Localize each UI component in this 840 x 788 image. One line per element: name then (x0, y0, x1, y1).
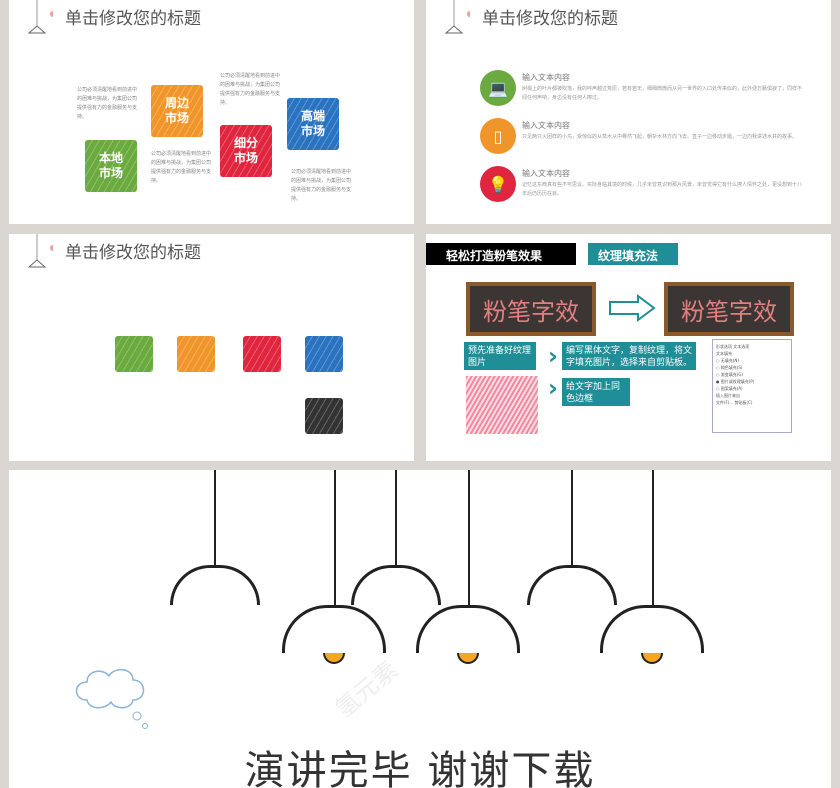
item-body: 只见两只火团样的小鸟，受惊似的从草木从中蓦然飞起，朝杂木林方向飞去。直子一边移动… (522, 134, 798, 140)
desc-text: 公司必须清醒地看到前进中的困难与挑战，为集团公司提供强有力的金融服务与支持。 (220, 73, 281, 106)
desc-text: 公司必须清醒地看到前进中的困难与挑战，为集团公司提供强有力的金融服务与支持。 (151, 151, 212, 184)
lamp-cord (652, 470, 654, 605)
dialog-line: ● 图片或纹理填充(P) (716, 379, 755, 384)
pendant-lamp-icon (416, 605, 520, 653)
color-swatch (115, 336, 153, 372)
dialog-line: 文件(F)... 剪贴板(C) (716, 400, 753, 405)
bulb-icon (457, 653, 479, 664)
color-swatch (243, 336, 281, 372)
dialog-line: 形状选项 文本选项 (716, 344, 750, 349)
lamp-icon (27, 0, 53, 34)
market-block-highend: 高端市场 (287, 98, 339, 150)
market-block-surrounding: 周边市场 (151, 85, 203, 137)
dialog-line: ○ 图案填充(A) (716, 386, 743, 391)
item-heading: 输入文本内容 (522, 73, 570, 82)
color-swatch (177, 336, 215, 372)
heading-banner: 轻松打造粉笔效果 (426, 243, 576, 265)
market-block-segment: 细分市场 (220, 125, 272, 177)
market-block-local: 本地市场 (85, 140, 137, 192)
bulb-icon (641, 653, 663, 664)
item-body: 树梢上的叶片都被吹落，我的呼声越过荒原，若有若无，细细微微而从另一世界的入口处传… (522, 86, 803, 101)
lightbulb-icon: 💡 (480, 166, 516, 202)
chalkboard-before: 粉笔字效 (466, 282, 596, 336)
cloud-icon (75, 668, 148, 729)
item-heading: 输入文本内容 (522, 169, 570, 178)
lamp-cord (395, 470, 397, 565)
lamp-icon (27, 234, 53, 268)
slide-thumbnail-1[interactable]: 单击修改您的标题 公司必须清醒地看到前进中的困难与挑战，为集团公司提供强有力的金… (9, 0, 414, 224)
lamp-cord (334, 470, 336, 605)
desc-text: 公司必须清醒地看到前进中的困难与挑战，为集团公司提供强有力的金融服务与支持。 (291, 169, 352, 202)
slide-title: 单击修改您的标题 (65, 243, 201, 263)
color-swatch (305, 336, 343, 372)
dialog-line: ○ 纯色填充(S) (716, 365, 743, 370)
dialog-line: ○ 无填充(N) (716, 358, 739, 363)
pendant-lamp-icon (600, 605, 704, 653)
chevron-right-icon: › (548, 374, 558, 402)
dialog-line: 文本填充 (716, 351, 732, 356)
step-box: 给文字加上同色边框 (562, 378, 630, 406)
lamp-cord (468, 470, 470, 605)
chevron-right-icon: › (548, 342, 558, 370)
bulb-icon (323, 653, 345, 664)
slide-thumbnail-5[interactable]: 氢元素 演讲完毕 谢谢下载 (9, 470, 831, 788)
slide-title: 单击修改您的标题 (65, 9, 201, 29)
step-box: 预先准备好纹理图片 (464, 342, 536, 370)
chalkboard-after: 粉笔字效 (664, 282, 794, 336)
pendant-lamp-icon (527, 565, 617, 605)
desc-text: 公司必须清醒地看到前进中的困难与挑战，为集团公司提供强有力的金融服务与支持。 (77, 87, 138, 120)
subheading-banner: 纹理填充法 (588, 243, 678, 265)
lamp-icon (444, 0, 470, 34)
pendant-lamp-icon (351, 565, 441, 605)
color-swatch (305, 398, 343, 434)
slide-title: 单击修改您的标题 (482, 9, 618, 29)
dialog-line: 插入图片来自 (716, 393, 740, 398)
step-box: 编写黑体文字，复制纹理，将文字填充图片，选择来自剪贴板。 (562, 342, 696, 370)
laptop-icon: 💻 (480, 70, 516, 106)
format-dialog-screenshot: 形状选项 文本选项文本填充 ○ 无填充(N) ○ 纯色填充(S) ○ 渐变填充(G) ●… (712, 339, 792, 433)
item-heading: 输入文本内容 (522, 121, 570, 130)
closing-text: 演讲完毕 谢谢下载 (244, 748, 596, 788)
lamp-cord (571, 470, 573, 565)
slide-thumbnail-3[interactable]: 单击修改您的标题 (9, 234, 414, 461)
item-body: 记忆这东西真有些不可思议。实际身临其境的时候，几乎未曾意识到那片风景，未曾觉得它… (522, 182, 803, 197)
dialog-line: ○ 渐变填充(G) (716, 372, 743, 377)
chalk-texture-image (466, 376, 538, 434)
slide-thumbnail-2[interactable]: 单击修改您的标题 💻输入文本内容树梢上的叶片都被吹落，我的呼声越过荒原，若有若无… (426, 0, 831, 224)
tablet-icon: ▯ (480, 118, 516, 154)
pendant-lamp-icon (170, 565, 260, 605)
lamp-cord (214, 470, 216, 565)
pendant-lamp-icon (282, 605, 386, 653)
arrow-right-icon (609, 294, 656, 322)
slide-thumbnail-4[interactable]: 轻松打造粉笔效果 纹理填充法 粉笔字效 粉笔字效 预先准备好纹理图片 › 编写黑… (426, 234, 831, 461)
